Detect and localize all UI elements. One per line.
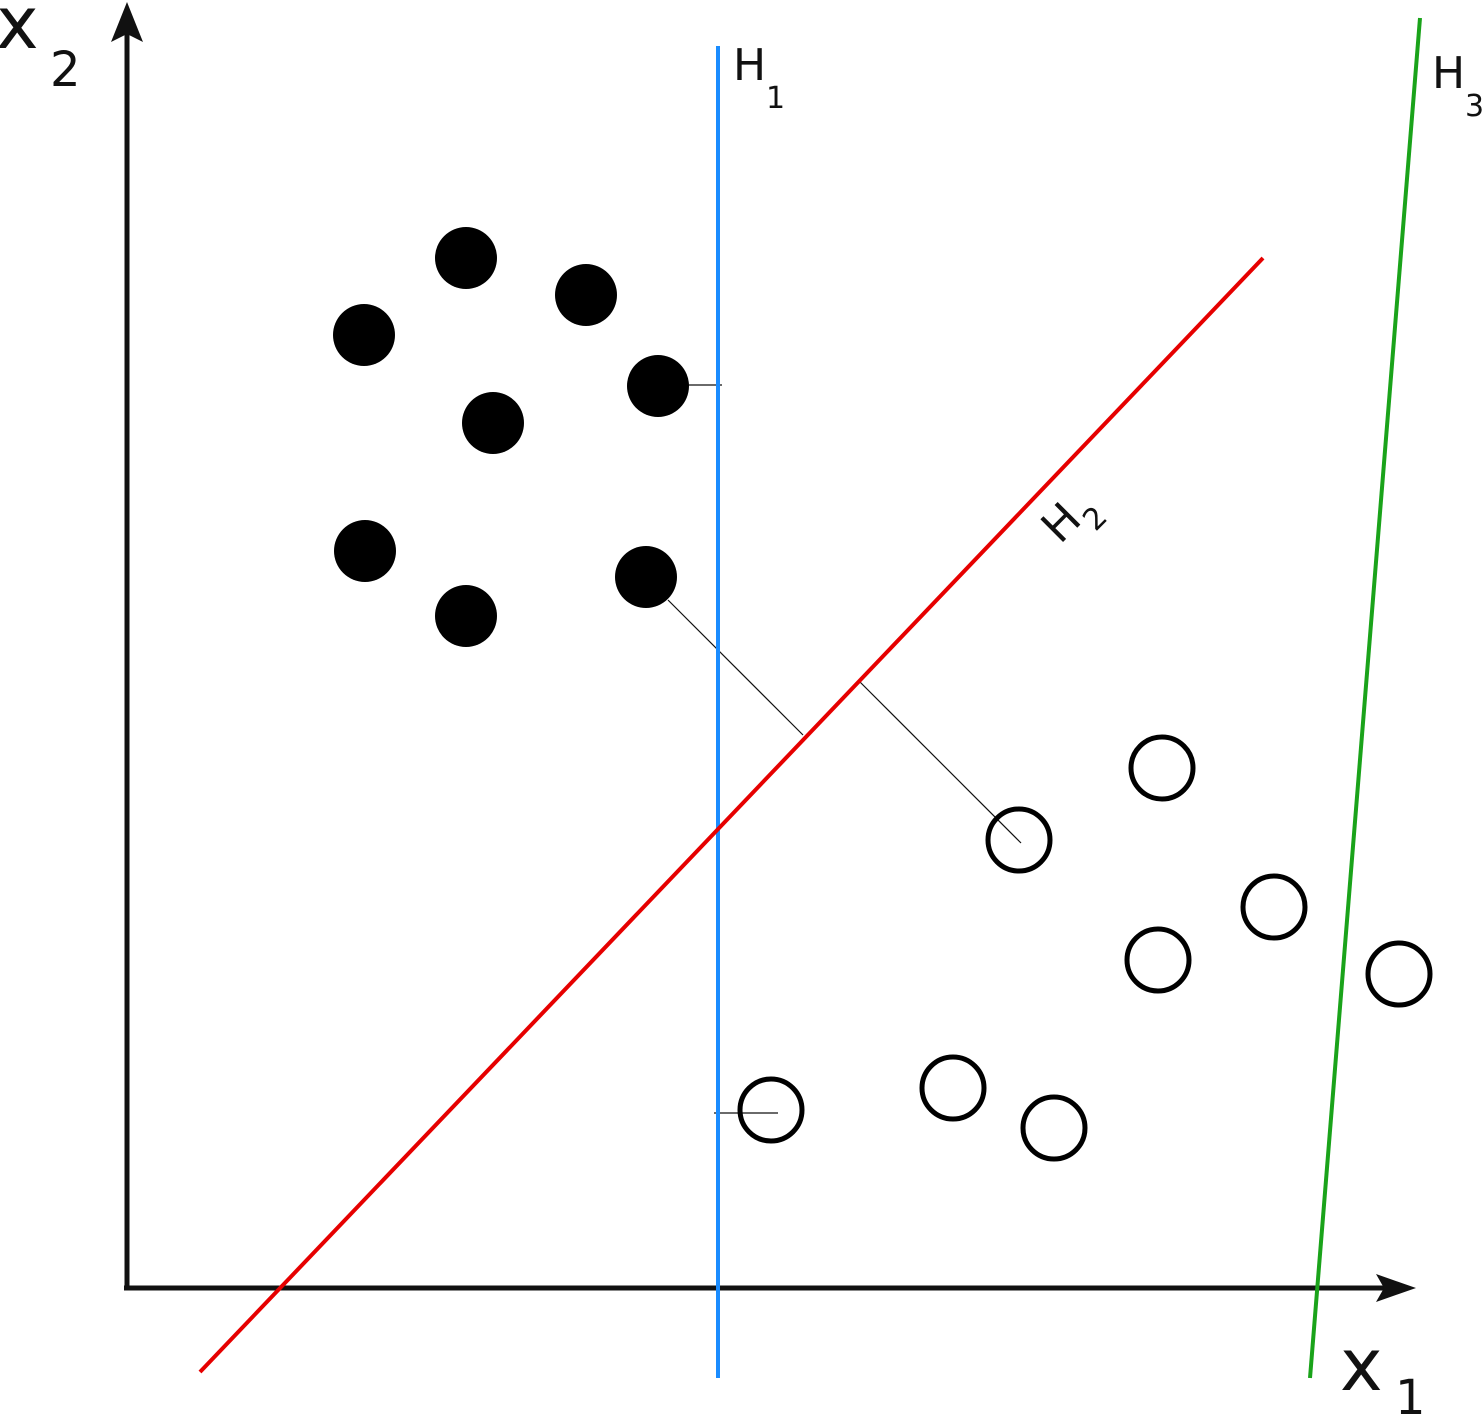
- svg-text:3: 3: [1465, 89, 1483, 124]
- hollow-point: [919, 1054, 987, 1122]
- svg-text:H: H: [1432, 48, 1465, 99]
- x-axis-subscript: 1: [1395, 1370, 1426, 1416]
- filled-point: [435, 227, 497, 289]
- svg-text:H: H: [1032, 493, 1091, 552]
- h1-label: H 1: [733, 40, 785, 116]
- filled-point: [333, 304, 395, 366]
- filled-point: [435, 585, 497, 647]
- y-axis-subscript: 2: [50, 42, 81, 98]
- hollow-point: [985, 806, 1053, 874]
- x-axis-arrowhead: [1376, 1274, 1416, 1302]
- filled-point: [615, 546, 677, 608]
- h2-margin-line-filled: [667, 599, 804, 736]
- hollow-point: [1365, 940, 1433, 1008]
- hyperplane-h2: [198, 256, 1265, 1374]
- svg-text:1: 1: [766, 81, 785, 116]
- hollow-point: [1020, 1094, 1088, 1162]
- filled-point: [627, 355, 689, 417]
- h3-label: H 3: [1432, 48, 1483, 124]
- hollow-point: [1124, 926, 1192, 994]
- h2-label: H 2: [1032, 493, 1115, 552]
- hollow-point: [737, 1076, 805, 1144]
- y-axis-label: x: [0, 0, 39, 65]
- h2-margin-line-hollow: [859, 681, 1022, 844]
- hollow-point: [1128, 734, 1196, 802]
- x-axis-label: x: [1340, 1323, 1383, 1407]
- y-axis-arrowhead: [111, 2, 143, 42]
- hollow-point: [1240, 873, 1308, 941]
- hyperplane-h3: [1308, 17, 1422, 1379]
- filled-point: [334, 520, 396, 582]
- filled-point: [555, 264, 617, 326]
- filled-point: [462, 392, 524, 454]
- svg-text:H: H: [733, 40, 766, 91]
